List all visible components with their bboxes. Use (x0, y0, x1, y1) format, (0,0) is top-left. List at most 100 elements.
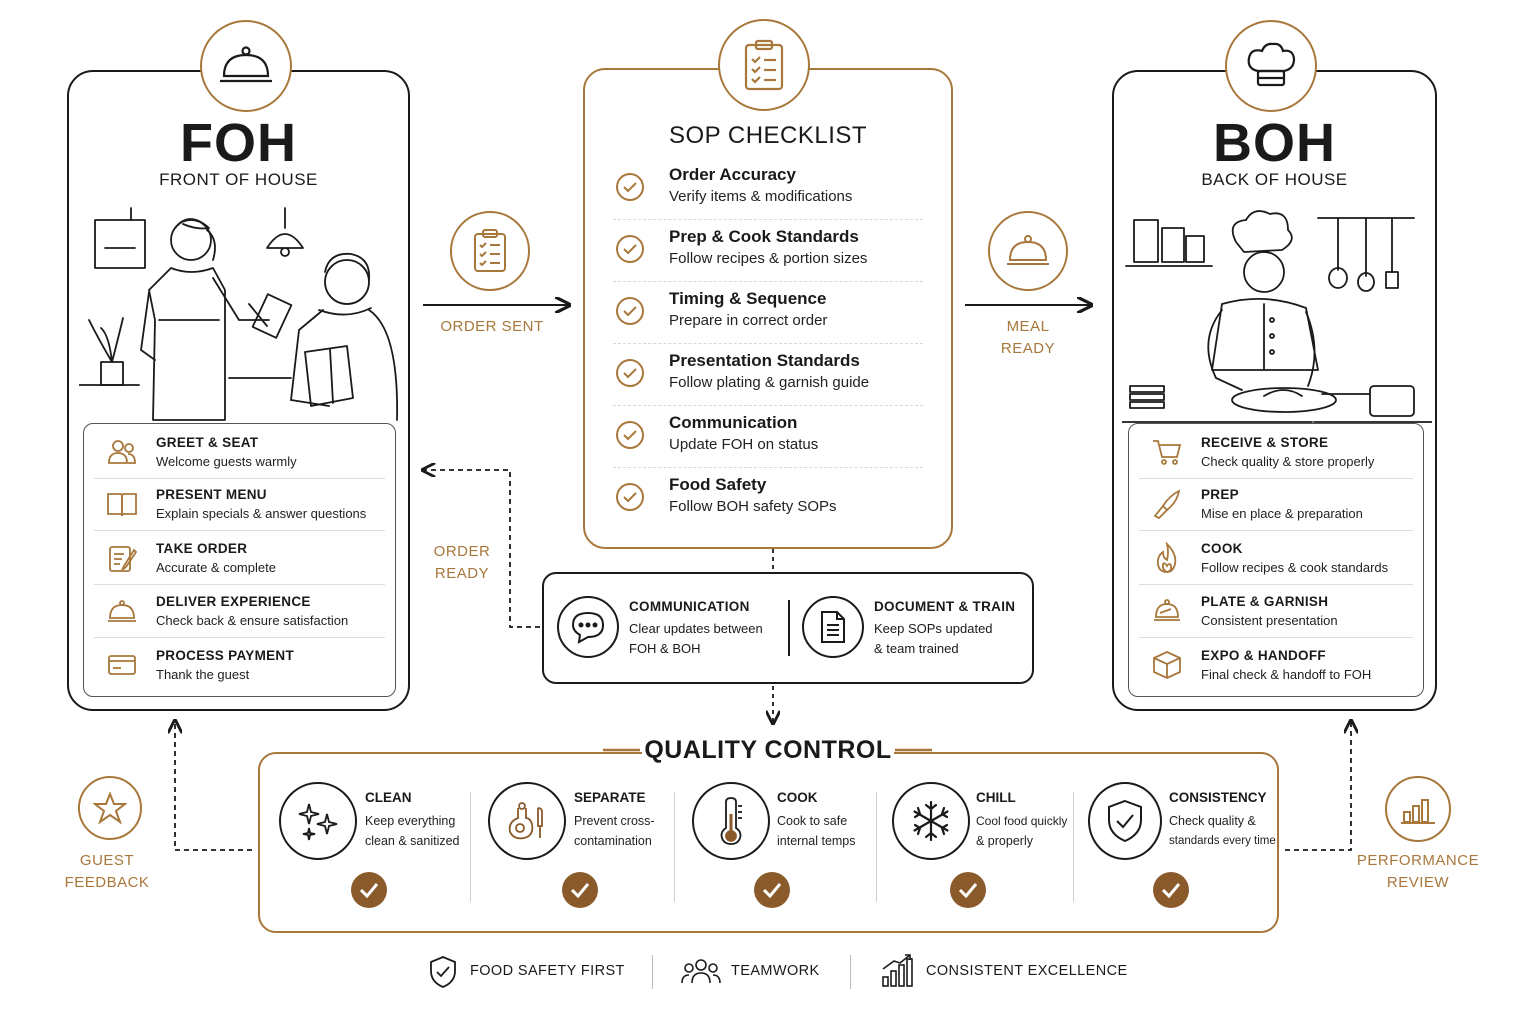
label-line: GUEST (79, 852, 135, 869)
check-badge-icon (754, 872, 790, 908)
support-divider (788, 600, 790, 656)
sop-checklist-panel: SOP CHECKLIST Order Accuracy Verify item… (583, 68, 953, 549)
qc-divider (876, 792, 877, 902)
thermometer-icon (692, 782, 770, 860)
performance-review-label: PERFORMANCE REVIEW (1350, 850, 1486, 894)
label-line: MEAL (1006, 318, 1050, 335)
sop-item-title: Presentation Standards (669, 351, 860, 370)
footer-consistent-excellence: CONSISTENT EXCELLENCE (926, 963, 1128, 979)
footer-teamwork: TEAMWORK (731, 963, 820, 979)
boh-item-plate-garnish[interactable]: PLATE & GARNISH Consistent presentation (1139, 585, 1413, 638)
cutting-board-icon (488, 782, 566, 860)
item-subtitle: Check back & ensure satisfaction (156, 613, 349, 628)
footer-divider (652, 955, 653, 989)
boh-item-prep[interactable]: PREP Mise en place & preparation (1139, 478, 1413, 531)
foh-cloche-icon (200, 20, 292, 112)
sop-item-subtitle: Follow recipes & portion sizes (669, 250, 868, 267)
boh-item-receive-store[interactable]: RECEIVE & STORE Check quality & store pr… (1139, 426, 1413, 479)
sop-item-subtitle: Prepare in correct order (669, 312, 828, 329)
check-circle-icon (616, 235, 644, 263)
item-title: PRESENT MENU (156, 487, 267, 502)
foh-task-list: GREET & SEAT Welcome guests warmly PRESE… (83, 423, 396, 697)
sop-item-food-safety[interactable]: Food Safety Follow BOH safety SOPs (613, 467, 923, 529)
item-title: GREET & SEAT (156, 435, 259, 450)
chat-bubble-icon (557, 596, 619, 658)
document-train-title: DOCUMENT & TRAIN (874, 599, 1016, 614)
item-title: PREP (1201, 487, 1239, 502)
communication-line-2: FOH & BOH (629, 641, 701, 656)
sparkle-icon (279, 782, 357, 860)
sop-item-order-accuracy[interactable]: Order Accuracy Verify items & modificati… (613, 157, 923, 220)
shield-check-icon (1088, 782, 1162, 860)
sop-item-title: Order Accuracy (669, 165, 796, 184)
item-subtitle: Accurate & complete (156, 560, 276, 575)
sop-item-communication[interactable]: Communication Update FOH on status (613, 405, 923, 468)
box-icon (1153, 651, 1181, 679)
foh-subtitle: FRONT OF HOUSE (159, 170, 318, 189)
order-sent-label: ORDER SENT (440, 318, 544, 335)
item-subtitle: Consistent presentation (1201, 613, 1338, 628)
card-icon (108, 655, 136, 675)
foh-item-present-menu[interactable]: PRESENT MENU Explain specials & answer q… (94, 478, 385, 531)
item-title: EXPO & HANDOFF (1201, 648, 1326, 663)
snowflake-icon (892, 782, 970, 860)
qc-title: CONSISTENCY (1169, 790, 1267, 805)
check-circle-icon (616, 297, 644, 325)
sop-item-title: Communication (669, 413, 798, 432)
item-subtitle: Welcome guests warmly (156, 454, 297, 469)
foh-title: FOH (180, 113, 297, 173)
qc-line: clean & sanitized (365, 834, 460, 848)
foh-item-greet-seat[interactable]: GREET & SEAT Welcome guests warmly (94, 426, 385, 479)
footer-divider (850, 955, 851, 989)
foh-illustration (79, 207, 399, 421)
label-line: FEEDBACK (64, 874, 150, 891)
check-badge-icon (351, 872, 387, 908)
qc-line: Cook to safe (777, 814, 848, 828)
boh-subtitle: BACK OF HOUSE (1201, 170, 1348, 189)
label-line: READY (1000, 340, 1056, 357)
foh-item-deliver-experience[interactable]: DELIVER EXPERIENCE Check back & ensure s… (94, 585, 385, 638)
qc-line: Prevent cross- (574, 814, 655, 828)
sop-item-prep-cook[interactable]: Prep & Cook Standards Follow recipes & p… (613, 219, 923, 282)
footer-food-safety: FOOD SAFETY FIRST (470, 963, 625, 979)
qc-line: contamination (574, 834, 652, 848)
boh-item-cook[interactable]: COOK Follow recipes & cook standards (1139, 532, 1413, 585)
qc-title: CLEAN (365, 790, 412, 805)
boh-chef-hat-icon (1225, 20, 1317, 112)
guest-feedback-arrow (175, 722, 252, 851)
check-circle-icon (616, 359, 644, 387)
label-line: READY (434, 565, 490, 582)
boh-item-expo-handoff[interactable]: EXPO & HANDOFF Final check & handoff to … (1139, 639, 1413, 691)
meal-ready-cloche-icon (988, 211, 1068, 291)
item-title: PROCESS PAYMENT (156, 648, 295, 663)
item-title: DELIVER EXPERIENCE (156, 594, 311, 609)
guest-feedback-star-icon (78, 776, 142, 840)
qc-line: Keep everything (365, 814, 456, 828)
qc-title: COOK (777, 790, 818, 805)
qc-divider (674, 792, 675, 902)
qc-title: CHILL (976, 790, 1016, 805)
sop-item-presentation[interactable]: Presentation Standards Follow plating & … (613, 343, 923, 406)
boh-title: BOH (1213, 113, 1336, 173)
sop-item-timing[interactable]: Timing & Sequence Prepare in correct ord… (613, 281, 923, 344)
qc-line: & properly (976, 834, 1033, 848)
item-subtitle: Final check & handoff to FOH (1201, 667, 1372, 682)
cloche-icon (108, 600, 136, 622)
check-badge-icon (1153, 872, 1189, 908)
item-title: TAKE ORDER (156, 541, 248, 556)
qc-line: Cool food quickly (976, 814, 1068, 828)
foh-item-take-order[interactable]: TAKE ORDER Accurate & complete (94, 532, 385, 585)
communication-line-1: Clear updates between (629, 621, 763, 636)
item-subtitle: Explain specials & answer questions (156, 506, 367, 521)
item-title: PLATE & GARNISH (1201, 594, 1329, 609)
quality-control-title: QUALITY CONTROL (642, 736, 894, 765)
document-line-1: Keep SOPs updated (874, 621, 993, 636)
boh-illustration (1122, 210, 1432, 423)
communication-title: COMMUNICATION (629, 599, 750, 614)
sop-item-subtitle: Update FOH on status (669, 436, 819, 453)
foh-item-process-payment[interactable]: PROCESS PAYMENT Thank the guest (94, 639, 385, 691)
item-title: COOK (1201, 541, 1243, 556)
document-icon (802, 596, 864, 658)
meal-ready-label: MEAL READY (968, 316, 1088, 360)
